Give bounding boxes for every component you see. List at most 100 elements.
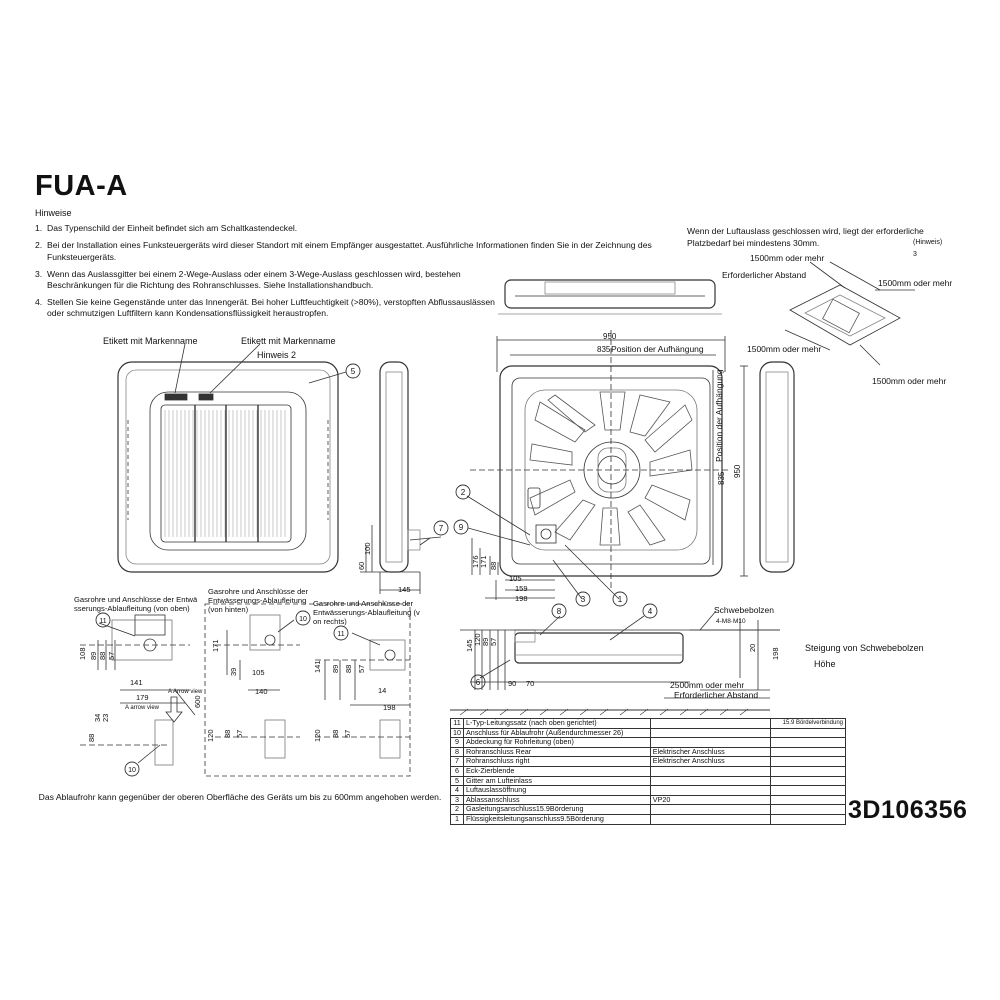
dim-57: 57 (343, 730, 352, 738)
part-name: Abdeckung für Rohrleitung (oben) (463, 737, 651, 748)
dim-14: 14 (378, 686, 386, 695)
callout-2 (455, 484, 471, 500)
part-extra (649, 804, 771, 815)
dim-835: 835 (597, 345, 611, 354)
part-note (769, 737, 847, 748)
clearance-2500: 2500mm oder mehr (670, 680, 744, 690)
table-row: 3 Ablassanschluss VP20 (450, 794, 847, 806)
dim-60: 60 (357, 562, 366, 570)
dim-90: 90 (508, 679, 516, 688)
clearance-isometric (784, 261, 915, 366)
part-extra: Elektrischer Anschluss (649, 746, 771, 758)
callouts (95, 363, 658, 777)
part-extra (649, 813, 771, 825)
dim-198: 198 (515, 594, 528, 603)
dim-159: 159 (515, 584, 528, 593)
drain-note: Das Ablaufrohr kann gegenüber der oberen… (38, 792, 442, 802)
dim-105: 105 (252, 668, 265, 677)
dim-108: 108 (78, 647, 87, 660)
part-number: 5 (450, 775, 464, 787)
dim-70: 70 (526, 679, 534, 688)
view-label-right: Gasrohre und Anschlüsse der Entwässerung… (313, 599, 422, 626)
dim-89: 89 (331, 665, 340, 673)
part-number: 3 (450, 794, 464, 806)
space-note: Wenn der Luftauslass geschlossen wird, l… (687, 225, 947, 258)
table-row: 4 Luftauslassöffnung (450, 785, 847, 796)
dim-145: 145 (465, 639, 474, 652)
dim-950: 950 (603, 332, 617, 341)
right-elevation (759, 361, 795, 573)
callout-label: 9 (459, 523, 464, 532)
dim-34: 34 (93, 714, 102, 722)
notes-block: Hinweise 1. Das Typenschild der Einheit … (35, 208, 667, 326)
part-number: 9 (450, 737, 464, 748)
brand-label: Etikett mit Markenname (241, 336, 336, 346)
top-elevation (498, 279, 722, 315)
part-number: 6 (450, 765, 464, 777)
space-note-tag: (Hinweis) 3 (913, 239, 943, 258)
dim-198: 198 (383, 703, 396, 712)
part-note: 15.9 Bördelverbindung (769, 718, 847, 729)
piping-views (80, 603, 411, 777)
dim-88: 88 (489, 562, 498, 570)
required-clearance-label: Erforderlicher Abstand (674, 690, 758, 700)
part-extra (649, 765, 771, 777)
dim-120: 120 (473, 633, 482, 646)
dim-835: 835 (717, 471, 726, 485)
bolt-pitch-label: Steigung von Schwebebolzen (805, 643, 924, 653)
clearance-1500: 1500mm oder mehr (750, 253, 824, 263)
part-number: 11 (450, 718, 464, 729)
dim-105: 105 (509, 574, 522, 583)
note-number: 3. (35, 268, 43, 279)
callout-label: 2 (461, 488, 466, 497)
part-name: Rohranschluss Rear (463, 746, 651, 758)
part-note (769, 804, 847, 815)
note-text: Bei der Installation eines Funksteuerger… (47, 240, 652, 262)
note-text: Wenn das Auslassgitter bei einem 2-Wege-… (47, 268, 461, 291)
space-note-text: Wenn der Luftauslass geschlossen wird, l… (687, 226, 924, 248)
callout-label: 3 (581, 595, 586, 604)
callout-label: 6 (476, 678, 481, 687)
table-row: 2 Gasleitungsanschluss15.9Börderung (450, 804, 847, 815)
dim-89: 89 (481, 638, 490, 646)
part-name: Luftauslassöffnung (463, 785, 651, 796)
hanger-bolt-label: Schwebebolzen (714, 605, 774, 615)
dim-120: 120 (206, 729, 215, 742)
dim-57: 57 (107, 652, 116, 660)
callout-11 (333, 625, 349, 641)
callout-3 (575, 591, 591, 607)
dim-145: 145 (398, 585, 411, 594)
dim-23: 23 (101, 714, 110, 722)
part-note (769, 794, 847, 806)
callout-label: 1 (618, 595, 623, 604)
callout-9 (453, 519, 469, 535)
side-view (360, 361, 431, 594)
note-item: 1. Das Typenschild der Einheit befindet … (35, 223, 667, 234)
part-note (769, 775, 847, 787)
part-number: 10 (450, 727, 464, 739)
part-number: 2 (450, 804, 464, 815)
part-name: Gasleitungsanschluss15.9Börderung (463, 804, 651, 815)
part-extra (649, 785, 771, 796)
dim-39: 39 (229, 668, 238, 676)
part-extra (649, 775, 771, 787)
part-name: Gitter am Lufteinlass (463, 775, 651, 787)
callout-5 (345, 363, 361, 379)
part-name: Eck-Zierblende (463, 765, 651, 777)
note-reference: Hinweis 2 (257, 350, 296, 360)
brand-label: Etikett mit Markenname (103, 336, 198, 346)
callout-11 (95, 612, 111, 628)
notes-heading: Hinweise (35, 208, 72, 218)
dim-100: 100 (363, 542, 372, 555)
parts-table: 11 L-Typ-Leitungssatz (nach oben gericht… (450, 718, 847, 825)
dim-88: 88 (87, 734, 96, 742)
callout-8 (551, 603, 567, 619)
part-extra (649, 737, 771, 748)
callout-label: 5 (351, 367, 356, 376)
plan-view (409, 330, 748, 600)
dim-57: 57 (489, 638, 498, 646)
callout-10 (295, 610, 311, 626)
dim-88: 88 (223, 730, 232, 738)
callout-label: 10 (299, 616, 307, 623)
dim-57: 57 (357, 665, 366, 673)
